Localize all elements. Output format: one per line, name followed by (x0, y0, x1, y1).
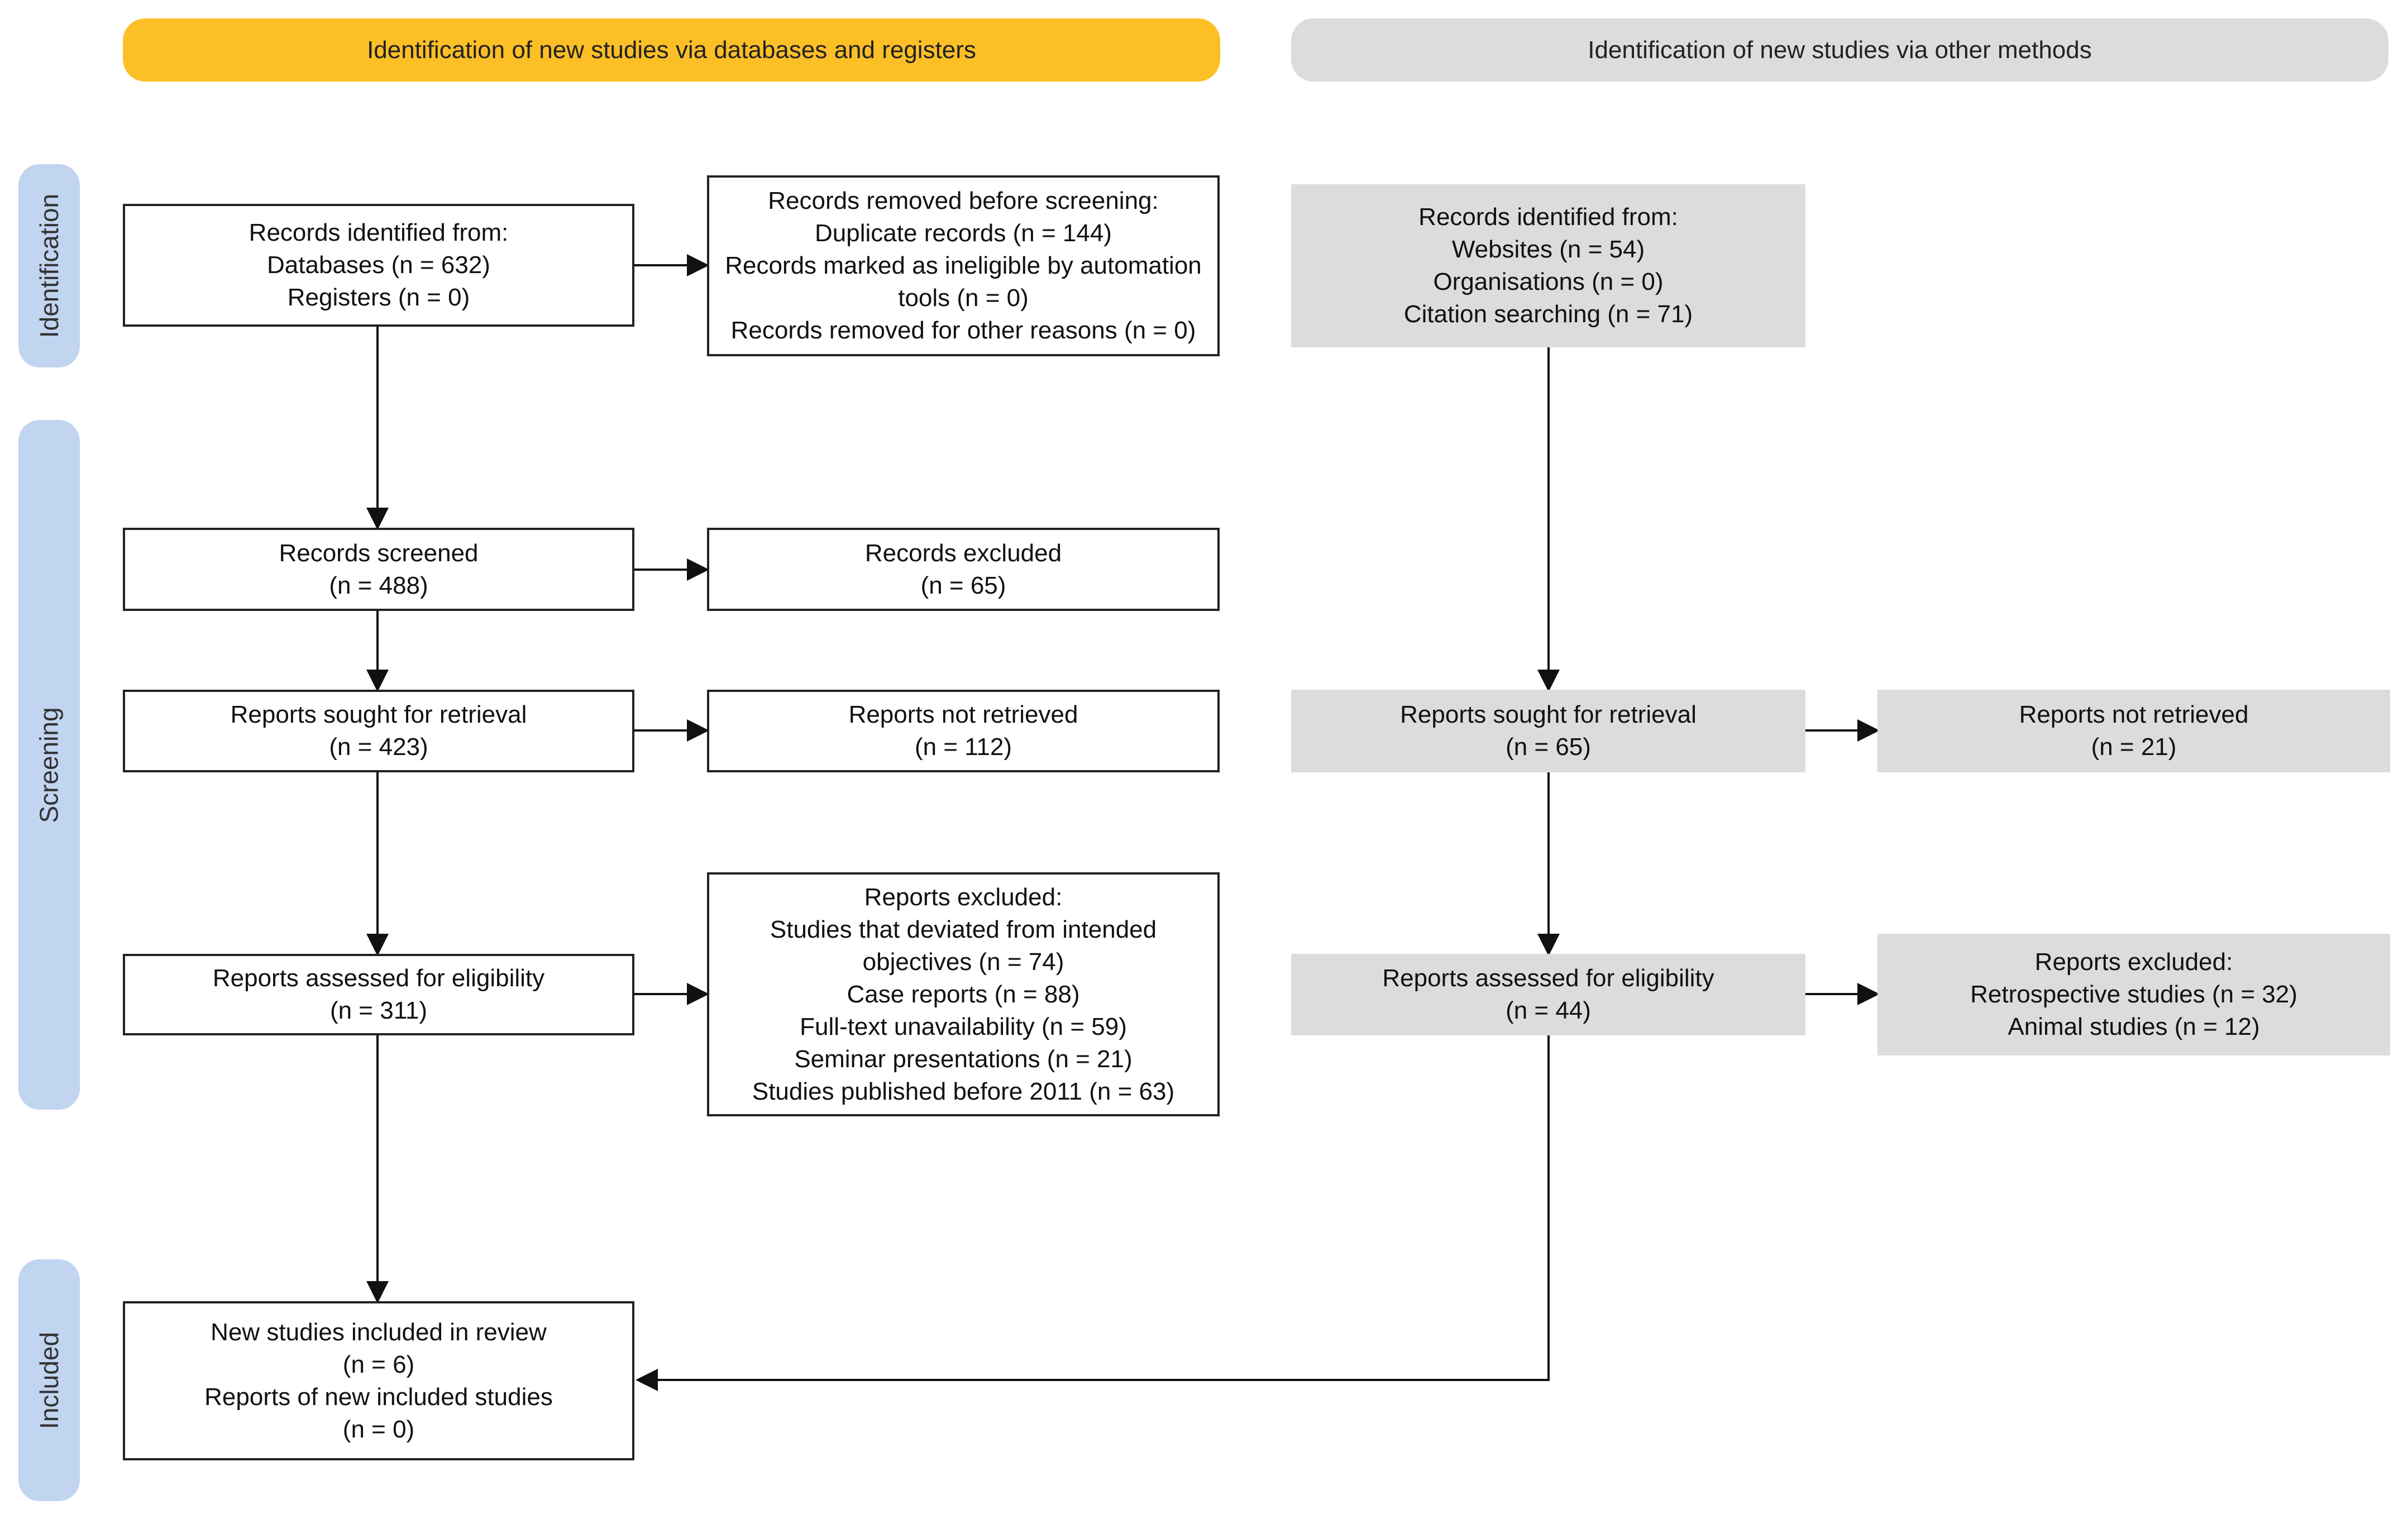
box-text-line: Reports sought for retrieval (230, 701, 527, 728)
box-text-line: (n = 65) (1506, 733, 1591, 761)
box-records-excluded: Records excluded (n = 65) (707, 528, 1220, 611)
box-text-line: Reports excluded: (864, 883, 1063, 911)
header-other-methods-label: Identification of new studies via other … (1588, 36, 2092, 64)
box-text-line: objectives (n = 74) (862, 948, 1064, 976)
box-text-line: Retrospective studies (n = 32) (1970, 981, 2297, 1008)
header-databases-registers: Identification of new studies via databa… (123, 18, 1220, 82)
box-reports-excluded-databases: Reports excluded: Studies that deviated f… (707, 872, 1220, 1116)
box-text-line: Reports not retrieved (2019, 701, 2249, 728)
box-records-screened: Records screened (n = 488) (123, 528, 634, 611)
header-other-methods: Identification of new studies via other … (1291, 18, 2388, 82)
box-text-line: Reports not retrieved (848, 701, 1078, 728)
box-records-removed-before-screening: Records removed before screening: Duplica… (707, 175, 1220, 356)
box-text-line: Records screened (279, 539, 479, 567)
box-text-line: (n = 0) (342, 1415, 415, 1443)
box-text-line: (n = 488) (329, 571, 428, 599)
box-reports-assessed-other: Reports assessed for eligibility (n = 44) (1291, 954, 1805, 1035)
box-text-line: Records removed for other reasons (n = 0… (730, 317, 1196, 344)
box-records-identified-databases: Records identified from: Databases (n = 6… (123, 204, 634, 327)
box-reports-sought-databases: Reports sought for retrieval (n = 423) (123, 690, 634, 772)
box-text-line: Records identified from: (249, 219, 509, 246)
box-text-line: Records identified from: (1418, 203, 1678, 231)
box-text-line: Seminar presentations (n = 21) (794, 1045, 1133, 1073)
box-text-line: New studies included in review (211, 1318, 547, 1346)
box-text-line: Reports of new included studies (204, 1383, 553, 1411)
box-new-studies-included: New studies included in review (n = 6) Rep… (123, 1301, 634, 1460)
box-text-line: Records excluded (864, 539, 1062, 567)
box-reports-excluded-other: Reports excluded: Retrospective studies (… (1877, 934, 2390, 1055)
box-text-line: Studies published before 2011 (n = 63) (752, 1077, 1175, 1105)
box-text-line: Registers (n = 0) (287, 284, 470, 311)
box-text-line: (n = 423) (329, 733, 428, 761)
box-records-identified-other: Records identified from: Websites (n = 54… (1291, 184, 1805, 347)
box-reports-not-retrieved-databases: Reports not retrieved (n = 112) (707, 690, 1220, 772)
arrow-other-assessed-to-included (636, 1035, 1550, 1391)
box-text-line: (n = 65) (920, 571, 1006, 599)
phase-screening: Screening (18, 420, 80, 1110)
box-text-line: Reports excluded: (2034, 948, 2233, 976)
header-databases-registers-label: Identification of new studies via databa… (367, 36, 976, 64)
box-text-line: (n = 6) (342, 1350, 415, 1378)
box-text-line: Reports assessed for eligibility (212, 964, 545, 992)
box-text-line: Reports sought for retrieval (1400, 701, 1697, 728)
box-text-line: Records removed before screening: (768, 187, 1159, 214)
box-reports-assessed-databases: Reports assessed for eligibility (n = 311… (123, 954, 634, 1035)
box-text-line: tools (n = 0) (898, 284, 1029, 312)
box-text-line: (n = 44) (1506, 997, 1591, 1024)
box-reports-not-retrieved-other: Reports not retrieved (n = 21) (1877, 690, 2390, 772)
box-text-line: Duplicate records (n = 144) (815, 219, 1112, 247)
phase-included: Included (18, 1259, 80, 1501)
box-text-line: (n = 21) (2091, 733, 2177, 761)
box-text-line: Studies that deviated from intended (770, 915, 1157, 943)
phase-identification: Identification (18, 164, 80, 367)
box-text-line: Websites (n = 54) (1451, 236, 1645, 263)
box-reports-sought-other: Reports sought for retrieval (n = 65) (1291, 690, 1805, 772)
box-text-line: Full-text unavailability (n = 59) (800, 1012, 1127, 1040)
box-text-line: Animal studies (n = 12) (2008, 1013, 2260, 1040)
box-text-line: Databases (n = 632) (267, 251, 490, 279)
box-text-line: (n = 311) (329, 997, 428, 1024)
box-text-line: Reports assessed for eligibility (1382, 964, 1714, 992)
box-text-line: Case reports (n = 88) (847, 980, 1080, 1008)
box-text-line: Citation searching (n = 71) (1403, 300, 1693, 328)
box-text-line: Organisations (n = 0) (1433, 268, 1664, 295)
box-text-line: Records marked as ineligible by automati… (725, 252, 1202, 279)
box-text-line: (n = 112) (914, 733, 1012, 761)
